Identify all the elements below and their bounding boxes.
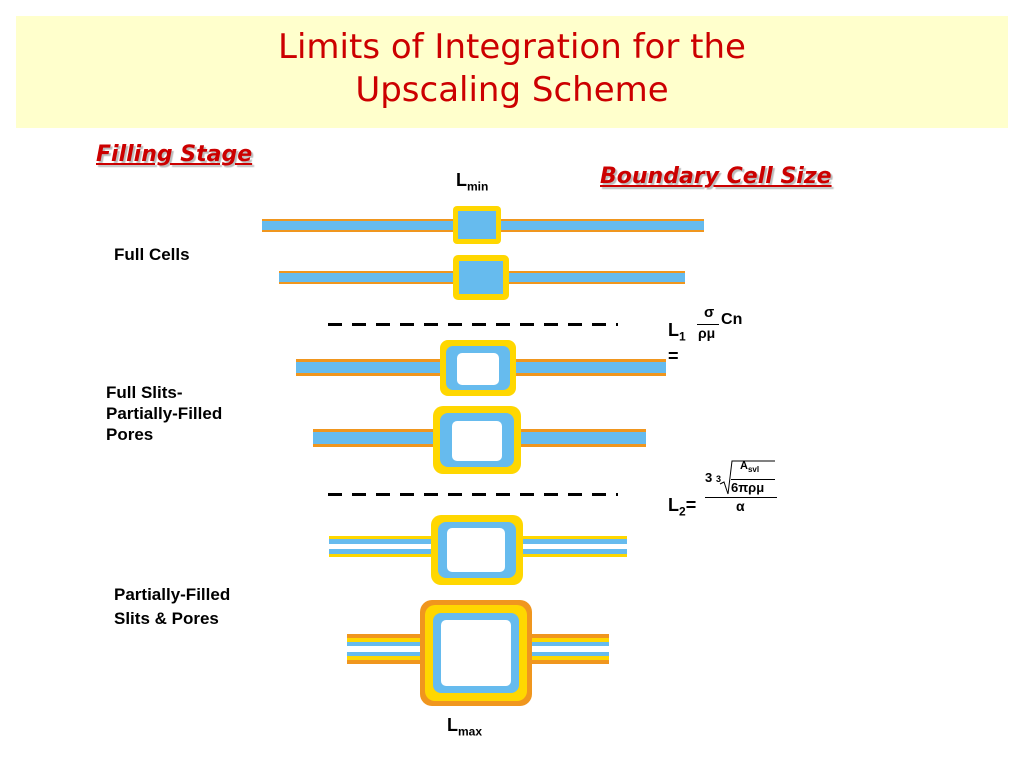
- slide-title: Limits of Integration for the Upscaling …: [16, 26, 1008, 112]
- full-slits-line-3: Pores: [106, 425, 154, 444]
- title-line-2: Upscaling Scheme: [355, 70, 669, 110]
- full-slits-line-2: Partially-Filled: [106, 404, 223, 423]
- l1-base: L: [668, 320, 679, 340]
- l2-base: L: [668, 495, 679, 515]
- cell-partial-6: [347, 600, 609, 706]
- full-cells-label: Full Cells: [114, 244, 190, 265]
- l1-rho-mu: ρμ: [698, 325, 716, 341]
- cell-full-slit-3: [296, 340, 666, 396]
- pore-air: [452, 421, 502, 461]
- separator-dashed-1: [328, 323, 618, 326]
- l2-equals: =: [685, 495, 697, 515]
- l2-a-sub: svl: [747, 465, 760, 475]
- l1-sub: 1: [679, 329, 686, 344]
- l2-root-index: 3: [716, 474, 722, 484]
- full-slits-label: Full Slits- Partially-Filled Pores: [106, 382, 222, 445]
- partially-filled-line-2: Slits & Pores: [114, 609, 219, 628]
- full-cells-text: Full Cells: [114, 245, 190, 264]
- filling-stage-heading: Filling Stage: [96, 142, 253, 167]
- l2-label: L2=: [668, 495, 696, 519]
- partially-filled-label: Partially-Filled Slits & Pores: [114, 583, 230, 631]
- l2-outer-fraction-bar: [705, 497, 777, 498]
- l1-cn: Cn: [721, 311, 742, 329]
- pore-water: [459, 261, 503, 294]
- l-max-label: Lmax: [447, 715, 482, 739]
- cell-partial-5: [329, 515, 627, 585]
- l-min-base: L: [456, 170, 467, 190]
- l1-sigma: σ: [704, 304, 715, 321]
- l2-coefficient: 3: [705, 470, 713, 485]
- cell-full-slit-4: [313, 406, 646, 474]
- l-min-sub: min: [467, 179, 489, 194]
- l1-label: L1: [668, 320, 686, 344]
- l2-a-svl: Asvl: [740, 460, 759, 474]
- pore-air: [441, 620, 511, 686]
- l1-n: n: [732, 311, 743, 328]
- pore-air: [447, 528, 505, 572]
- l-max-sub: max: [458, 724, 483, 739]
- pore-water: [458, 211, 496, 239]
- cell-full-1: [262, 206, 704, 244]
- l1-c: C: [721, 311, 733, 328]
- l2-six-pi-rho-mu: 6πρμ: [731, 480, 765, 495]
- title-line-1: Limits of Integration for the: [278, 27, 746, 67]
- l1-fraction-bar: [697, 324, 719, 325]
- partially-filled-line-1: Partially-Filled: [114, 585, 231, 604]
- separator-dashed-2: [328, 493, 618, 496]
- l-max-base: L: [447, 715, 458, 735]
- pore-air: [457, 353, 499, 385]
- boundary-cell-size-heading: Boundary Cell Size: [600, 164, 832, 189]
- full-slits-line-1: Full Slits-: [106, 383, 183, 402]
- l2-alpha: α: [736, 498, 745, 514]
- cell-full-2: [279, 255, 685, 300]
- l2-inner-fraction-bar: [731, 479, 775, 480]
- l1-equals: =: [668, 346, 679, 366]
- l2-radical-sign: [719, 460, 775, 495]
- l-min-label: Lmin: [456, 170, 488, 194]
- l2-sub: 2: [679, 504, 686, 519]
- title-band: Limits of Integration for the Upscaling …: [16, 16, 1008, 128]
- l2-a: A: [740, 460, 748, 472]
